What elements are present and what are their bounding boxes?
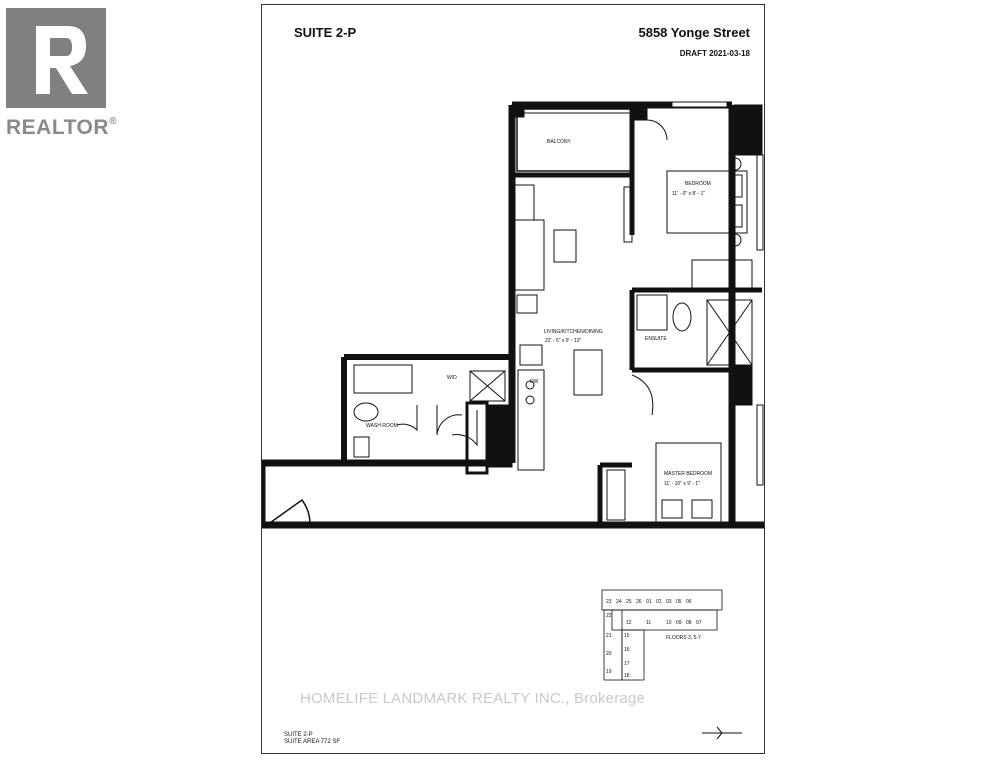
key-plan-unit: 01 xyxy=(646,599,652,605)
key-plan-unit: 02 xyxy=(656,599,662,605)
key-plan-unit: 09 xyxy=(676,620,682,626)
brokerage-watermark: HOMELIFE LANDMARK REALTY INC., Brokerage xyxy=(300,690,646,707)
key-plan-floors: FLOORS 3, 5-7 xyxy=(666,635,701,641)
key-plan-unit: 24 xyxy=(616,599,622,605)
label-living-dims: 22' - 5" x 9' - 10" xyxy=(545,338,582,344)
key-plan-unit: 03 xyxy=(666,599,672,605)
key-plan-unit: 20 xyxy=(606,651,612,657)
key-plan-unit: 10 xyxy=(666,620,672,626)
key-plan-unit: 08 xyxy=(686,620,692,626)
footer-suite-name: SUITE 2-P xyxy=(284,732,313,738)
key-plan-unit: 19 xyxy=(606,669,612,675)
label-wd: W/D xyxy=(447,375,457,381)
floor-plan-drawing: BALCONY BEDROOM 11' - 0" x 8' - 1" LIVIN… xyxy=(262,101,764,740)
label-ensuite: ENSUITE xyxy=(645,336,667,342)
key-plan-unit: 07 xyxy=(696,620,702,626)
windows xyxy=(671,101,764,486)
footer-suite-area: SUITE AREA 772 SF xyxy=(284,739,341,745)
key-plan-unit: 11 xyxy=(646,620,651,626)
key-plan-unit: 06 xyxy=(686,599,692,605)
label-master: MASTER BEDROOM xyxy=(664,471,712,477)
key-plan-unit: 05 xyxy=(676,599,682,605)
ensuite xyxy=(636,294,753,366)
label-bedroom: BEDROOM xyxy=(685,181,711,187)
key-plan-unit: 17 xyxy=(624,661,630,667)
bedroom xyxy=(646,119,753,291)
suite-title: SUITE 2-P xyxy=(294,25,357,40)
key-plan-unit: 15 xyxy=(624,633,630,639)
living-furniture xyxy=(513,184,633,471)
north-arrow xyxy=(702,726,742,740)
label-washroom: WASH ROOM xyxy=(366,423,398,429)
label-bedroom-dims: 11' - 0" x 8' - 1" xyxy=(672,191,705,197)
label-balcony: BALCONY xyxy=(547,139,572,145)
key-plan-unit: 22 xyxy=(606,613,612,619)
realtor-logo-mark xyxy=(6,8,106,108)
label-master-dims: 11' - 10" x 9' - 1" xyxy=(664,481,700,487)
entry-door xyxy=(266,498,311,526)
balcony xyxy=(516,108,633,172)
key-plan-unit: 18 xyxy=(624,673,630,679)
key-plan-unit: 26 xyxy=(636,599,642,605)
floor-plan-sheet: SUITE 2-P 5858 Yonge Street DRAFT 2021-0… xyxy=(261,4,765,754)
key-plan-unit: 23 xyxy=(606,599,612,605)
realtor-logo: REALTOR® xyxy=(6,8,126,139)
realtor-wordmark: REALTOR® xyxy=(6,116,117,139)
building-address: 5858 Yonge Street xyxy=(638,25,750,40)
footer-suite-info: SUITE 2-P SUITE AREA 772 SF xyxy=(284,732,340,746)
key-plan-unit: 25 xyxy=(626,599,632,605)
key-plan-unit: 16 xyxy=(624,647,630,653)
key-plan xyxy=(601,589,723,681)
draft-date: DRAFT 2021-03-18 xyxy=(679,49,750,58)
key-plan-unit: 21 xyxy=(606,633,612,639)
master-bedroom xyxy=(606,374,722,524)
key-plan-unit: 12 xyxy=(626,620,632,626)
exterior-walls xyxy=(262,101,764,529)
label-dw: DW xyxy=(530,379,539,385)
washroom xyxy=(353,364,506,458)
label-living: LIVING/KITCHEN/DINING xyxy=(544,329,603,335)
